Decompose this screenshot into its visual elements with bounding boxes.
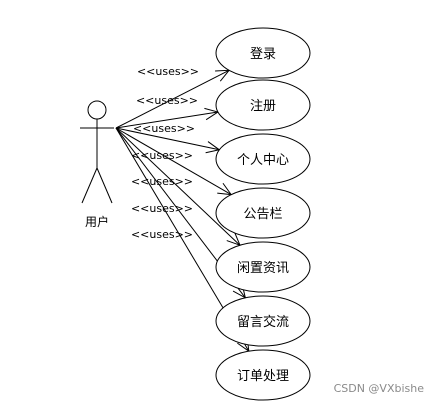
stereotype-labels: <<uses>> <<uses>> <<uses>> <<uses>> <<uses>>… — [131, 65, 199, 241]
actor-right-leg — [96, 167, 113, 204]
actor-figure — [80, 100, 114, 204]
association-line-idle-info — [115, 127, 241, 246]
use-case-announcement — [215, 187, 311, 239]
stereotype-label-message-exchange: <<uses>> — [131, 202, 193, 215]
use-case-label-idle-info: 闲置资讯 — [237, 261, 289, 276]
use-case-label-register: 注册 — [250, 99, 276, 114]
watermark: CSDN @VXbishe — [334, 382, 425, 395]
use-case-label-announcement: 公告栏 — [243, 207, 282, 222]
association-line-login — [115, 69, 230, 129]
association-line-register — [115, 111, 218, 129]
use-case-label-order-processing: 订单处理 — [237, 369, 289, 384]
stereotype-label-personal-center: <<uses>> — [133, 122, 195, 135]
use-case-message-exchange — [215, 295, 311, 347]
use-case-label-personal-center: 个人中心 — [237, 153, 289, 168]
actor-name: 用户 — [85, 214, 109, 229]
use-case-label-login: 登录 — [250, 47, 276, 62]
association-line-personal-center — [115, 127, 220, 151]
arrowhead-login — [215, 69, 231, 82]
stereotype-label-login: <<uses>> — [137, 65, 199, 78]
association-line-announcement — [115, 127, 232, 196]
stereotype-label-register: <<uses>> — [136, 94, 198, 107]
use-case-login — [215, 27, 311, 79]
use-case-personal-center — [215, 133, 311, 185]
stereotype-label-announcement: <<uses>> — [131, 149, 193, 162]
stereotype-label-order-processing: <<uses>> — [131, 228, 193, 241]
actor-head — [87, 100, 107, 120]
use-case-register — [215, 79, 311, 131]
use-case-idle-info — [215, 241, 311, 293]
use-case-order-processing — [215, 349, 311, 401]
stereotype-label-idle-info: <<uses>> — [131, 175, 193, 188]
use-case-label-message-exchange: 留言交流 — [237, 314, 289, 330]
actor-left-leg — [81, 167, 98, 204]
